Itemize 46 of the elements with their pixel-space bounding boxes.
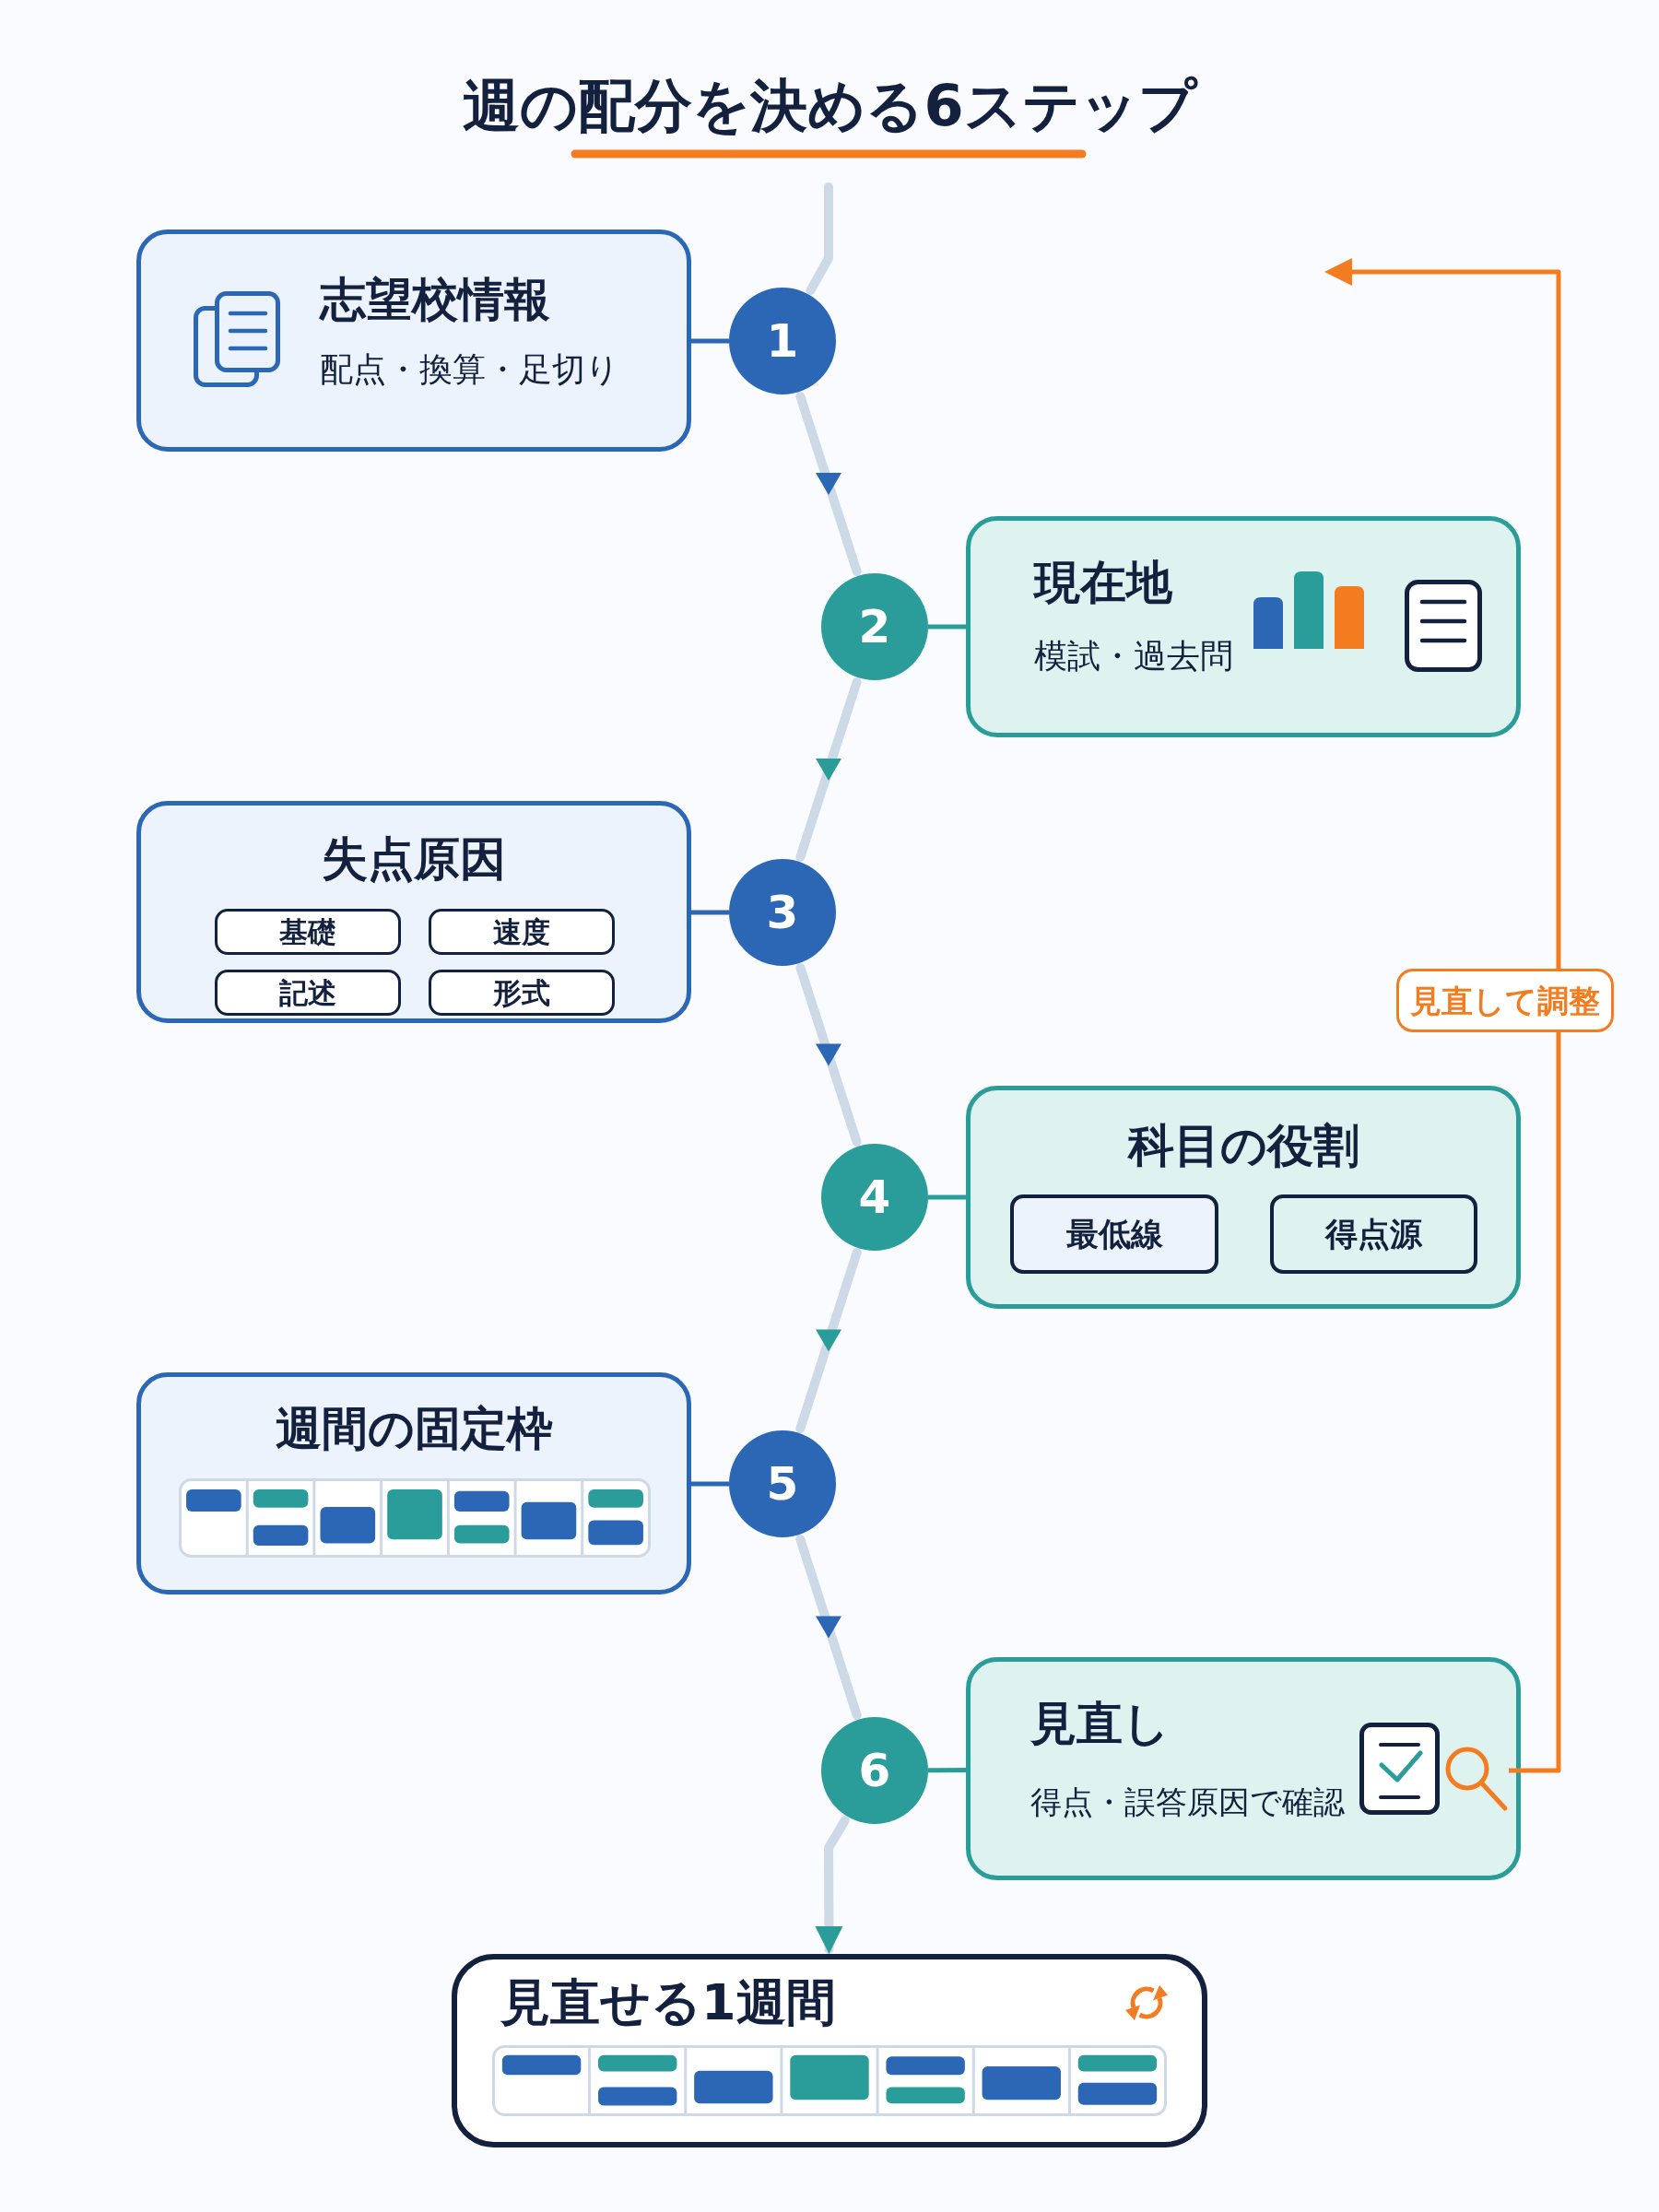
category-tag: 基礎 bbox=[215, 909, 401, 955]
category-tag: 得点源 bbox=[1270, 1194, 1477, 1274]
step-number: 3 bbox=[729, 859, 836, 966]
step-title: 失点原因 bbox=[322, 831, 506, 887]
step-card bbox=[966, 516, 1521, 737]
step-card bbox=[136, 229, 691, 452]
step-number: 4 bbox=[821, 1144, 928, 1251]
step-subtitle: 配点・換算・足切り bbox=[320, 349, 619, 390]
step-title: 見直せる1週間 bbox=[500, 1972, 836, 2033]
step-title: 週間の固定枠 bbox=[275, 1401, 553, 1456]
step-subtitle: 模試・過去問 bbox=[1034, 636, 1233, 677]
step-title: 科目の役割 bbox=[1127, 1118, 1359, 1173]
step-number: 2 bbox=[821, 573, 928, 680]
connector-line bbox=[691, 1481, 729, 1487]
category-tag: 記述 bbox=[215, 970, 401, 1016]
step-title: 志望校情報 bbox=[320, 272, 550, 327]
flow-line bbox=[795, 391, 862, 577]
edge-label: 見直して調整 bbox=[1396, 969, 1614, 1032]
step-subtitle: 得点・誤答原因で確認 bbox=[1030, 1783, 1345, 1821]
diagram-title: 週の配分を決める6ステップ bbox=[463, 72, 1196, 141]
step-number: 6 bbox=[821, 1717, 928, 1824]
connector-line bbox=[691, 910, 729, 915]
connector-line bbox=[928, 624, 966, 629]
flow-line bbox=[795, 1535, 862, 1720]
connector-line bbox=[691, 338, 729, 344]
step-number: 5 bbox=[729, 1430, 836, 1537]
step-title: 見直し bbox=[1030, 1696, 1170, 1751]
step-card bbox=[136, 801, 691, 1023]
step-number: 1 bbox=[729, 288, 836, 394]
category-tag: 最低線 bbox=[1010, 1194, 1218, 1274]
magnifier-icon bbox=[1444, 1745, 1509, 1812]
step-title: 現在地 bbox=[1034, 555, 1172, 610]
result-card bbox=[452, 1954, 1207, 2147]
connector-line bbox=[928, 1194, 966, 1200]
flow-line bbox=[795, 677, 862, 863]
flow-line bbox=[806, 182, 833, 295]
connector-line bbox=[928, 1768, 966, 1773]
step-card bbox=[966, 1657, 1521, 1880]
flow-line bbox=[795, 1248, 862, 1433]
step-card bbox=[136, 1372, 691, 1594]
flow-line bbox=[815, 1816, 850, 1954]
step-card bbox=[966, 1086, 1521, 1309]
flow-line bbox=[795, 962, 862, 1147]
category-tag: 速度 bbox=[429, 909, 615, 955]
category-tag: 形式 bbox=[429, 970, 615, 1016]
feedback-arrow bbox=[1324, 258, 1561, 1773]
